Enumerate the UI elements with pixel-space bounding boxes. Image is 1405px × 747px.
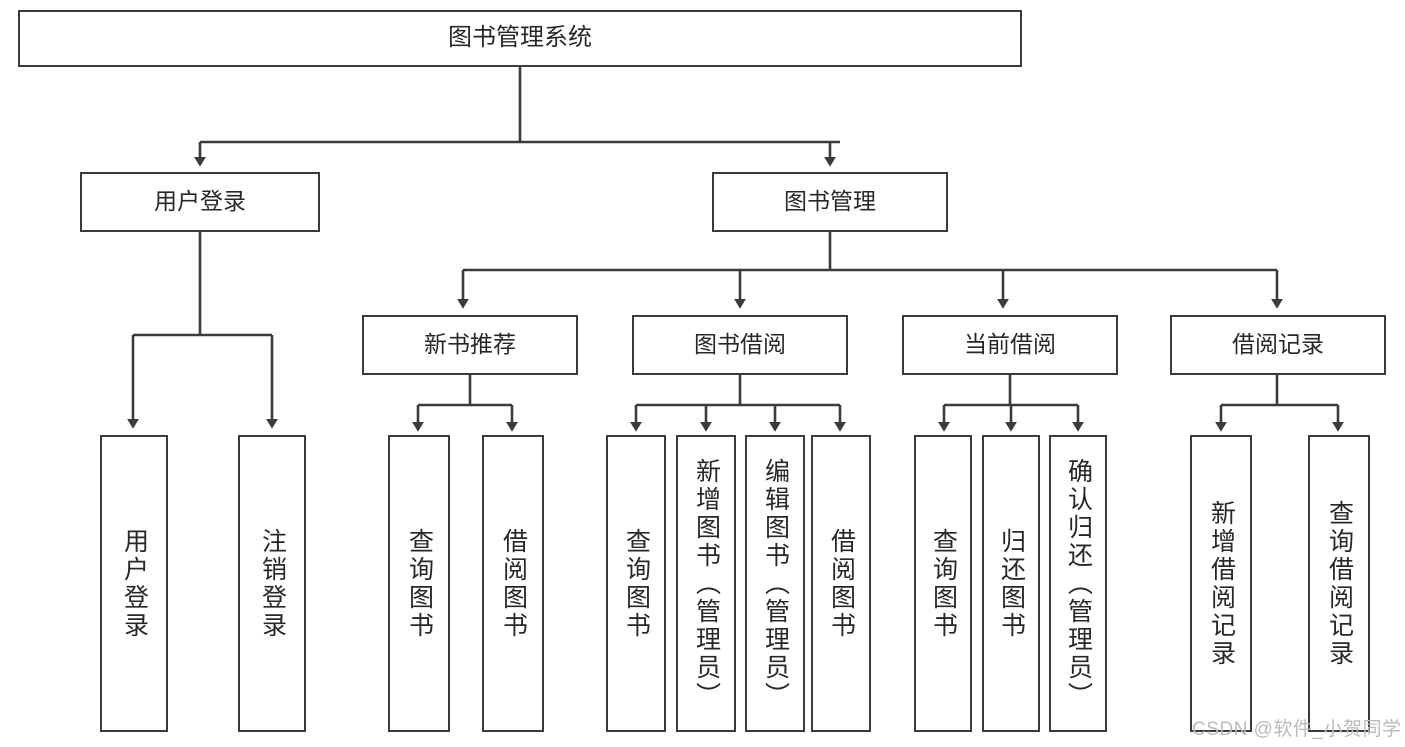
node-label: 借阅图书 bbox=[827, 527, 856, 640]
node-root-system[interactable]: 图书管理系统 bbox=[18, 10, 1022, 67]
node-label: 用户登录 bbox=[154, 188, 246, 215]
leaf-add-book-admin[interactable]: 新增图书（管理员） bbox=[676, 435, 736, 732]
leaf-edit-book-admin[interactable]: 编辑图书（管理员） bbox=[745, 435, 805, 732]
leaf-user-login[interactable]: 用户登录 bbox=[100, 435, 168, 732]
node-label: 用户登录 bbox=[120, 527, 149, 640]
node-book-borrow[interactable]: 图书借阅 bbox=[632, 315, 848, 375]
node-label: 借阅记录 bbox=[1232, 331, 1324, 358]
node-label: 归还图书 bbox=[997, 527, 1026, 640]
csdn-watermark: CSDN @软件_小贺同学 bbox=[1192, 719, 1402, 740]
leaf-add-borrow-record[interactable]: 新增借阅记录 bbox=[1190, 435, 1252, 732]
leaf-borrow-book[interactable]: 借阅图书 bbox=[811, 435, 871, 732]
node-current-borrow[interactable]: 当前借阅 bbox=[902, 315, 1118, 375]
node-new-book-recommend[interactable]: 新书推荐 bbox=[362, 315, 578, 375]
node-label: 查询图书 bbox=[929, 527, 958, 640]
node-label: 新书推荐 bbox=[424, 331, 516, 358]
node-label: 新增图书（管理员） bbox=[692, 457, 721, 710]
node-book-management[interactable]: 图书管理 bbox=[712, 172, 948, 232]
leaf-confirm-return-admin[interactable]: 确认归还（管理员） bbox=[1049, 435, 1107, 732]
node-label: 查询借阅记录 bbox=[1325, 499, 1354, 668]
leaf-borrow-book-recommend[interactable]: 借阅图书 bbox=[482, 435, 544, 732]
leaf-query-book-current[interactable]: 查询图书 bbox=[914, 435, 972, 732]
node-label: 确认归还（管理员） bbox=[1064, 457, 1093, 710]
node-label: 图书管理系统 bbox=[448, 24, 592, 52]
node-label: 查询图书 bbox=[405, 527, 434, 640]
node-label: 查询图书 bbox=[622, 527, 651, 640]
node-label: 借阅图书 bbox=[499, 527, 528, 640]
node-user-login[interactable]: 用户登录 bbox=[80, 172, 320, 232]
leaf-query-book-borrow[interactable]: 查询图书 bbox=[606, 435, 666, 732]
leaf-logout[interactable]: 注销登录 bbox=[238, 435, 306, 732]
node-label: 图书借阅 bbox=[694, 331, 786, 358]
node-borrow-record[interactable]: 借阅记录 bbox=[1170, 315, 1386, 375]
leaf-query-book-recommend[interactable]: 查询图书 bbox=[388, 435, 450, 732]
leaf-query-borrow-record[interactable]: 查询借阅记录 bbox=[1308, 435, 1370, 732]
leaf-return-book[interactable]: 归还图书 bbox=[982, 435, 1040, 732]
node-label: 编辑图书（管理员） bbox=[761, 457, 790, 710]
node-label: 新增借阅记录 bbox=[1207, 499, 1236, 668]
node-label: 当前借阅 bbox=[964, 331, 1056, 358]
node-label: 图书管理 bbox=[784, 188, 876, 215]
node-label: 注销登录 bbox=[258, 527, 287, 640]
